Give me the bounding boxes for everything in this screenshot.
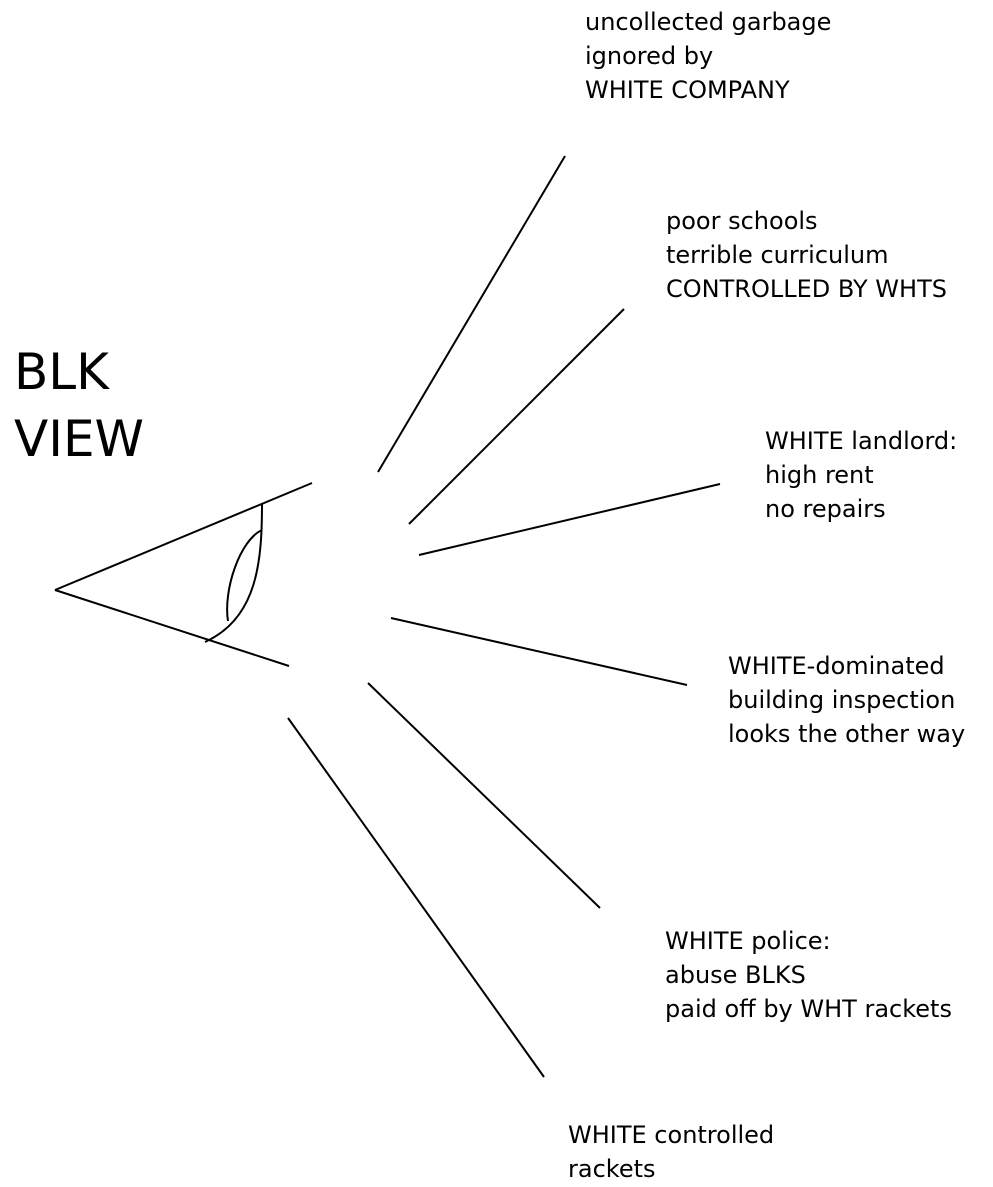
label-landlord: WHITE landlord: high rent no repairs — [765, 424, 957, 526]
label-inspection-line-3: looks the other way — [728, 720, 966, 748]
label-rackets-line-1: WHITE controlled — [568, 1121, 775, 1149]
sight-line-garbage — [377, 155, 566, 473]
label-schools-line-3: CONTROLLED BY WHTS — [666, 275, 947, 303]
label-schools-line-2: terrible curriculum — [666, 241, 889, 269]
label-garbage-line-1: uncollected garbage — [585, 8, 832, 36]
label-landlord-line-2: high rent — [765, 461, 874, 489]
sight-line-police — [367, 682, 601, 909]
eye-outer-arc — [204, 502, 263, 643]
eye-upper-line — [54, 482, 313, 591]
sight-line-landlord — [418, 483, 721, 556]
eye-inner-arc — [226, 529, 263, 622]
title-line-1: BLK — [14, 343, 109, 401]
label-schools-line-1: poor schools — [666, 207, 818, 235]
label-landlord-line-3: no repairs — [765, 495, 886, 523]
label-rackets-line-2: rackets — [568, 1155, 656, 1183]
sight-lines — [287, 155, 721, 1078]
sight-line-inspection — [390, 617, 688, 686]
eye-icon — [54, 482, 313, 667]
label-landlord-line-1: WHITE landlord: — [765, 427, 958, 455]
label-inspection: WHITE-dominated building inspection look… — [728, 649, 965, 751]
label-garbage: uncollected garbage ignored by WHITE COM… — [585, 5, 831, 107]
sight-line-rackets — [287, 717, 545, 1078]
label-police-line-3: paid off by WHT rackets — [665, 995, 952, 1023]
sight-line-schools — [408, 308, 625, 525]
label-inspection-line-2: building inspection — [728, 686, 956, 714]
label-inspection-line-1: WHITE-dominated — [728, 652, 945, 680]
label-police-line-1: WHITE police: — [665, 927, 831, 955]
label-police-line-2: abuse BLKS — [665, 961, 806, 989]
label-garbage-line-3: WHITE COMPANY — [585, 76, 790, 104]
label-garbage-line-2: ignored by — [585, 42, 714, 70]
label-schools: poor schools terrible curriculum CONTROL… — [666, 204, 947, 306]
title-line-2: VIEW — [14, 410, 144, 468]
label-rackets: WHITE controlled rackets — [568, 1118, 774, 1186]
label-police: WHITE police: abuse BLKS paid off by WHT… — [665, 924, 952, 1026]
eye-lower-line — [54, 589, 290, 667]
